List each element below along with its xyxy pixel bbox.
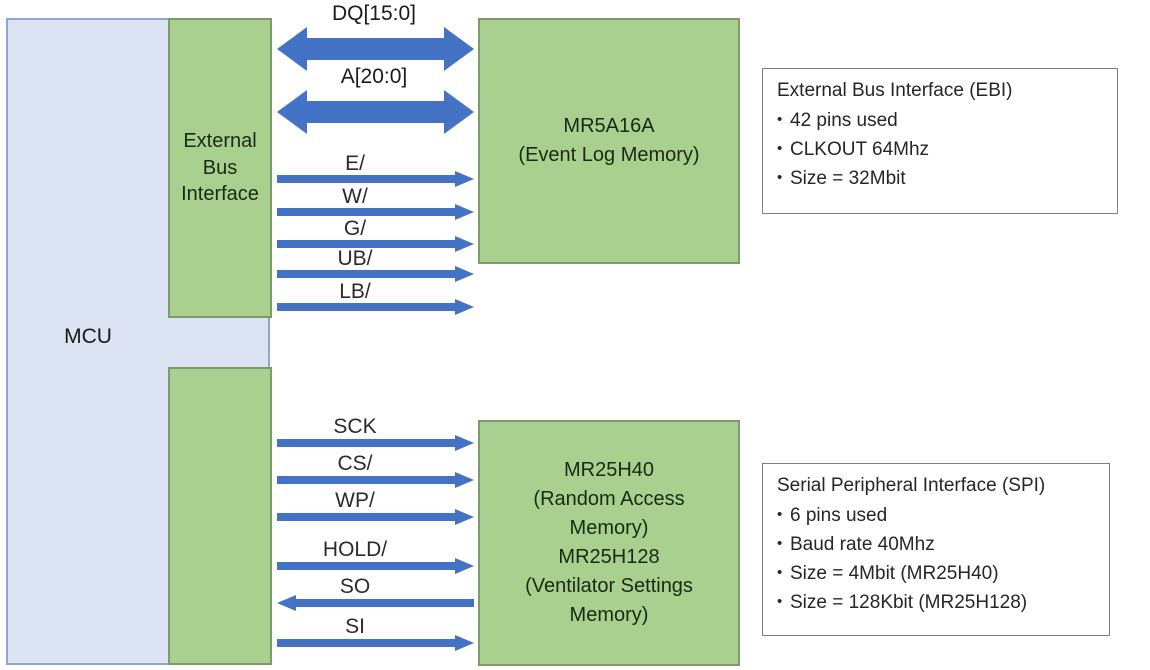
mcu-sub-block-spi (168, 367, 272, 665)
memory-block-line: (Event Log Memory) (518, 144, 700, 166)
signal-label-so: SO (339, 575, 371, 598)
info-box-bullets: 6 pins used Baud rate 40Mhz Size = 4Mbit… (777, 502, 1097, 618)
signal-label-lb: LB/ (339, 280, 371, 303)
sub-block-line: Interface (181, 183, 259, 206)
signal-arrow-e (277, 171, 474, 187)
info-box-title: Serial Peripheral Interface (SPI) (777, 475, 1046, 496)
memory-block-line: Memory) (569, 517, 649, 539)
memory-block-line: Memory) (569, 604, 649, 626)
sub-block-line: Bus (202, 156, 238, 179)
mcu-label: MCU (64, 325, 112, 348)
info-bullet: 42 pins used (777, 107, 1105, 136)
signal-arrow-w (277, 204, 474, 220)
bus-arrow-a (277, 90, 474, 134)
info-bullet: 6 pins used (777, 502, 1097, 531)
info-box-bullets: 42 pins used CLKOUT 64Mhz Size = 32Mbit (777, 107, 1105, 194)
memory-block-line: MR5A16A (563, 115, 655, 137)
signal-arrow-wp (277, 509, 474, 525)
info-bullet: Size = 128Kbit (MR25H128) (777, 589, 1097, 618)
info-bullet: Size = 32Mbit (777, 165, 1105, 194)
memory-block-line: MR25H128 (558, 546, 660, 568)
signal-label-cs: CS/ (337, 452, 373, 475)
bus-arrow-dq (277, 27, 474, 71)
memory-block-line: MR25H40 (563, 459, 655, 481)
memory-block-mr25h: MR25H40 (Random Access Memory) MR25H128 … (478, 420, 740, 666)
signal-arrow-lb (277, 299, 474, 315)
signal-label-hold: HOLD/ (322, 538, 388, 561)
signal-label-a: A[20:0] (340, 65, 408, 88)
info-box-ebi: External Bus Interface (EBI) 42 pins use… (762, 68, 1118, 214)
sub-block-line: External (183, 130, 257, 153)
signal-arrow-si (277, 635, 474, 651)
signal-arrow-cs (277, 472, 474, 488)
memory-block-mr5a16a: MR5A16A (Event Log Memory) (478, 18, 740, 264)
signal-label-dq: DQ[15:0] (331, 2, 417, 25)
signal-label-e: E/ (345, 152, 365, 175)
signal-arrow-g (277, 236, 474, 252)
memory-block-line: (Ventilator Settings (525, 575, 693, 597)
signal-label-g: G/ (343, 217, 367, 240)
signal-arrow-sck (277, 435, 474, 451)
signal-label-sck: SCK (333, 415, 377, 438)
info-bullet: Baud rate 40Mhz (777, 531, 1097, 560)
mcu-sub-block-external-bus-interface: External Bus Interface (168, 18, 272, 318)
signal-arrow-so (277, 595, 474, 611)
signal-label-w: W/ (342, 185, 368, 208)
memory-block-line: (Random Access (533, 488, 685, 510)
info-box-title: External Bus Interface (EBI) (777, 80, 1013, 101)
signal-label-ub: UB/ (337, 247, 373, 270)
signal-label-wp: WP/ (335, 489, 375, 512)
info-bullet: CLKOUT 64Mhz (777, 136, 1105, 165)
info-bullet: Size = 4Mbit (MR25H40) (777, 560, 1097, 589)
info-box-spi: Serial Peripheral Interface (SPI) 6 pins… (762, 463, 1110, 636)
signal-label-si: SI (345, 615, 365, 638)
signal-arrow-ub (277, 266, 474, 282)
signal-arrow-hold (277, 558, 474, 574)
